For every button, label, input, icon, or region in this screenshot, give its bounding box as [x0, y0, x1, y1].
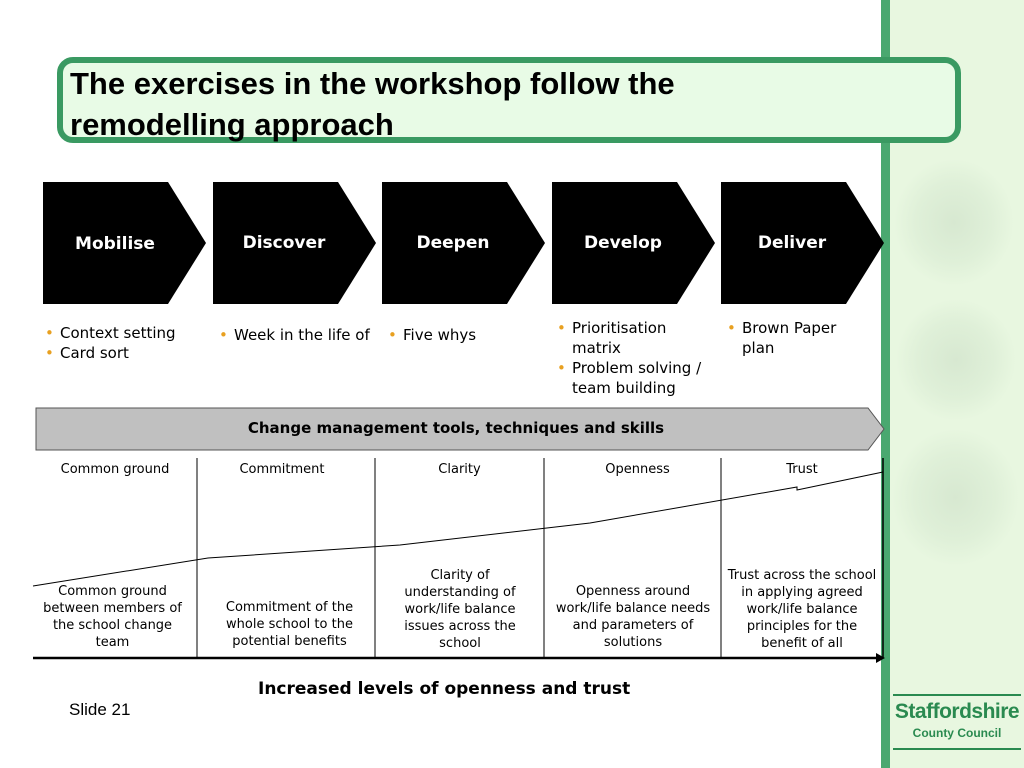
stage-label-discover: Discover: [219, 233, 349, 253]
column-head-commitment: Commitment: [199, 462, 365, 477]
stage-label-deliver: Deliver: [727, 233, 857, 253]
staffordshire-logo: Staffordshire County Council: [893, 694, 1021, 750]
deliver-bullets: Brown Paper plan: [725, 318, 865, 358]
discover-bullets: Week in the life of: [217, 325, 377, 345]
bullet-item: Prioritisation matrix: [555, 318, 715, 358]
column-desc-openness: Openness around work/life balance needs …: [546, 583, 720, 651]
bullet-item: Five whys: [386, 325, 536, 345]
slide-number: Slide 21: [69, 700, 130, 720]
footer-caption: Increased levels of openness and trust: [258, 679, 630, 699]
column-head-openness: Openness: [546, 462, 729, 477]
column-head-common-ground: Common ground: [35, 462, 195, 477]
column-head-trust: Trust: [723, 462, 881, 477]
column-desc-common-ground: Common ground between members of the sch…: [35, 583, 190, 651]
banner-label: Change management tools, techniques and …: [36, 419, 876, 437]
develop-bullets: Prioritisation matrix Problem solving / …: [555, 318, 715, 398]
bullet-item: Week in the life of: [217, 325, 377, 345]
bullet-item: Brown Paper plan: [725, 318, 865, 358]
logo-sub-text: County Council: [893, 726, 1021, 740]
bullet-item: Card sort: [43, 343, 203, 363]
logo-main-text: Staffordshire: [893, 700, 1021, 724]
stage-label-develop: Develop: [558, 233, 688, 253]
column-desc-clarity: Clarity of understanding of work/life ba…: [390, 567, 530, 652]
column-head-clarity: Clarity: [377, 462, 542, 477]
mobilise-bullets: Context setting Card sort: [43, 323, 203, 363]
bullet-item: Context setting: [43, 323, 203, 343]
stage-label-mobilise: Mobilise: [50, 234, 180, 254]
column-desc-trust: Trust across the school in applying agre…: [723, 567, 881, 652]
column-desc-commitment: Commitment of the whole school to the po…: [212, 599, 367, 650]
stage-label-deepen: Deepen: [388, 233, 518, 253]
deepen-bullets: Five whys: [386, 325, 536, 345]
bullet-item: Problem solving / team building: [555, 358, 715, 398]
